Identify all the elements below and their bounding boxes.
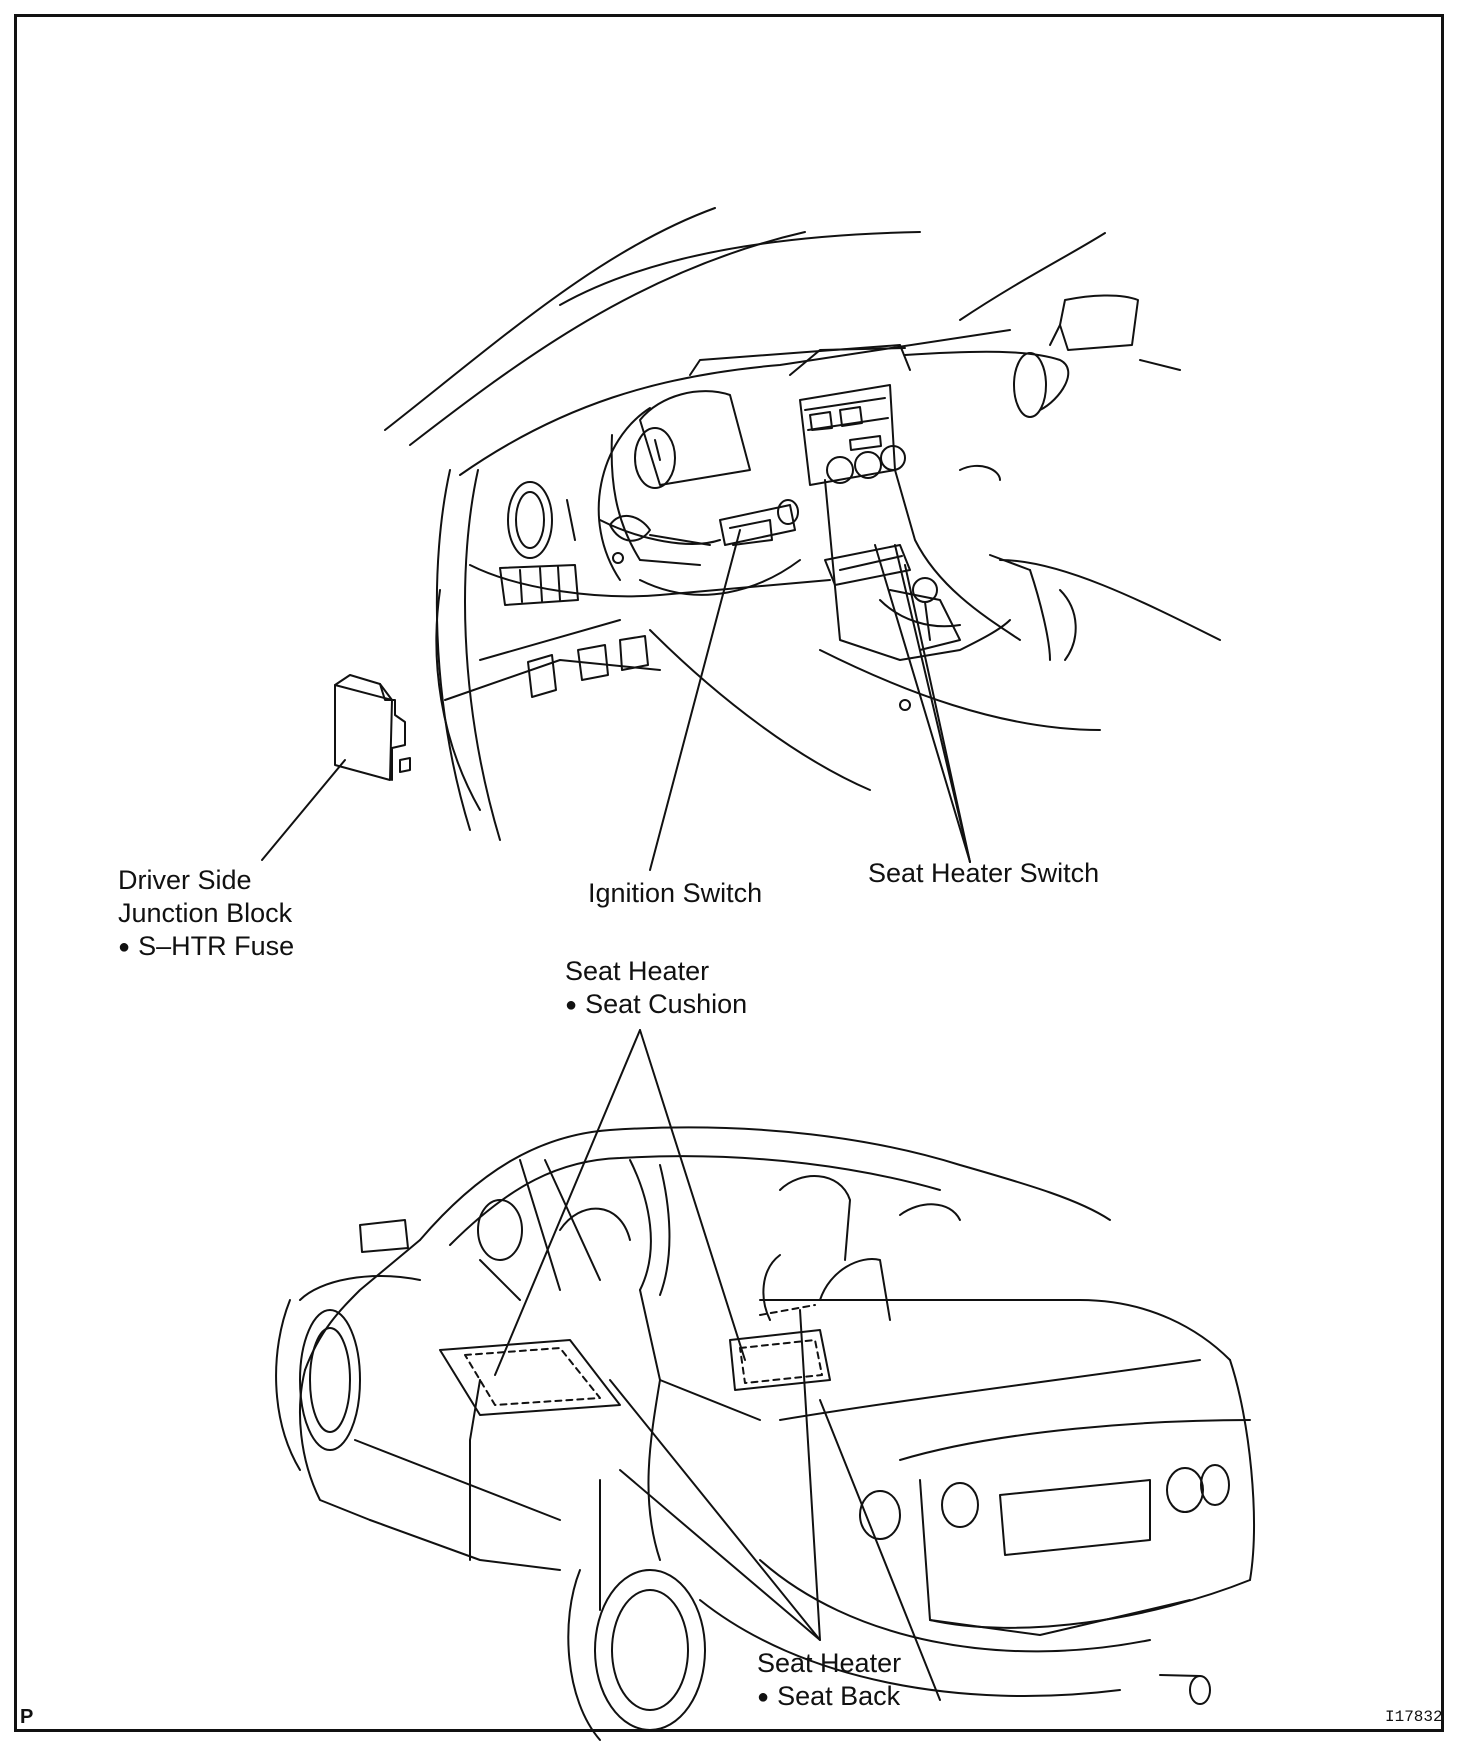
seat-heater-back-line1: Seat Heater: [757, 1648, 902, 1678]
junction-block-label: Driver Side Junction Block S–HTR Fuse: [118, 864, 294, 966]
seat-heater-back-label: Seat Heater Seat Back: [757, 1647, 901, 1716]
seat-cushion-text: Seat Cushion: [585, 989, 748, 1019]
leader-lines: [261, 529, 971, 1641]
ignition-switch-label: Ignition Switch: [588, 878, 763, 908]
junction-block-label-line2: Junction Block: [118, 898, 293, 928]
seat-heater-back-line2: Seat Back: [757, 1680, 901, 1716]
figure-id: I17832: [1385, 1708, 1443, 1726]
seat-heater-cushion-line1: Seat Heater: [565, 956, 710, 986]
junction-block-label-line3: S–HTR Fuse: [118, 930, 294, 966]
junction-block-label-line1: Driver Side: [118, 865, 252, 895]
fuse-name: S–HTR Fuse: [138, 931, 295, 961]
diagram-frame: [14, 14, 1444, 1732]
seat-heater-cushion-line2: Seat Cushion: [565, 988, 747, 1024]
corner-mark: P: [20, 1706, 34, 1728]
seat-back-text: Seat Back: [777, 1681, 901, 1711]
dashboard-illustration: [384, 207, 1221, 841]
seat-heater-cushion-label: Seat Heater Seat Cushion: [565, 955, 747, 1024]
seat-heater-switch-label: Seat Heater Switch: [868, 858, 1100, 888]
heater-element-dashes: [464, 1304, 823, 1406]
junction-block-drawing: [334, 674, 411, 781]
